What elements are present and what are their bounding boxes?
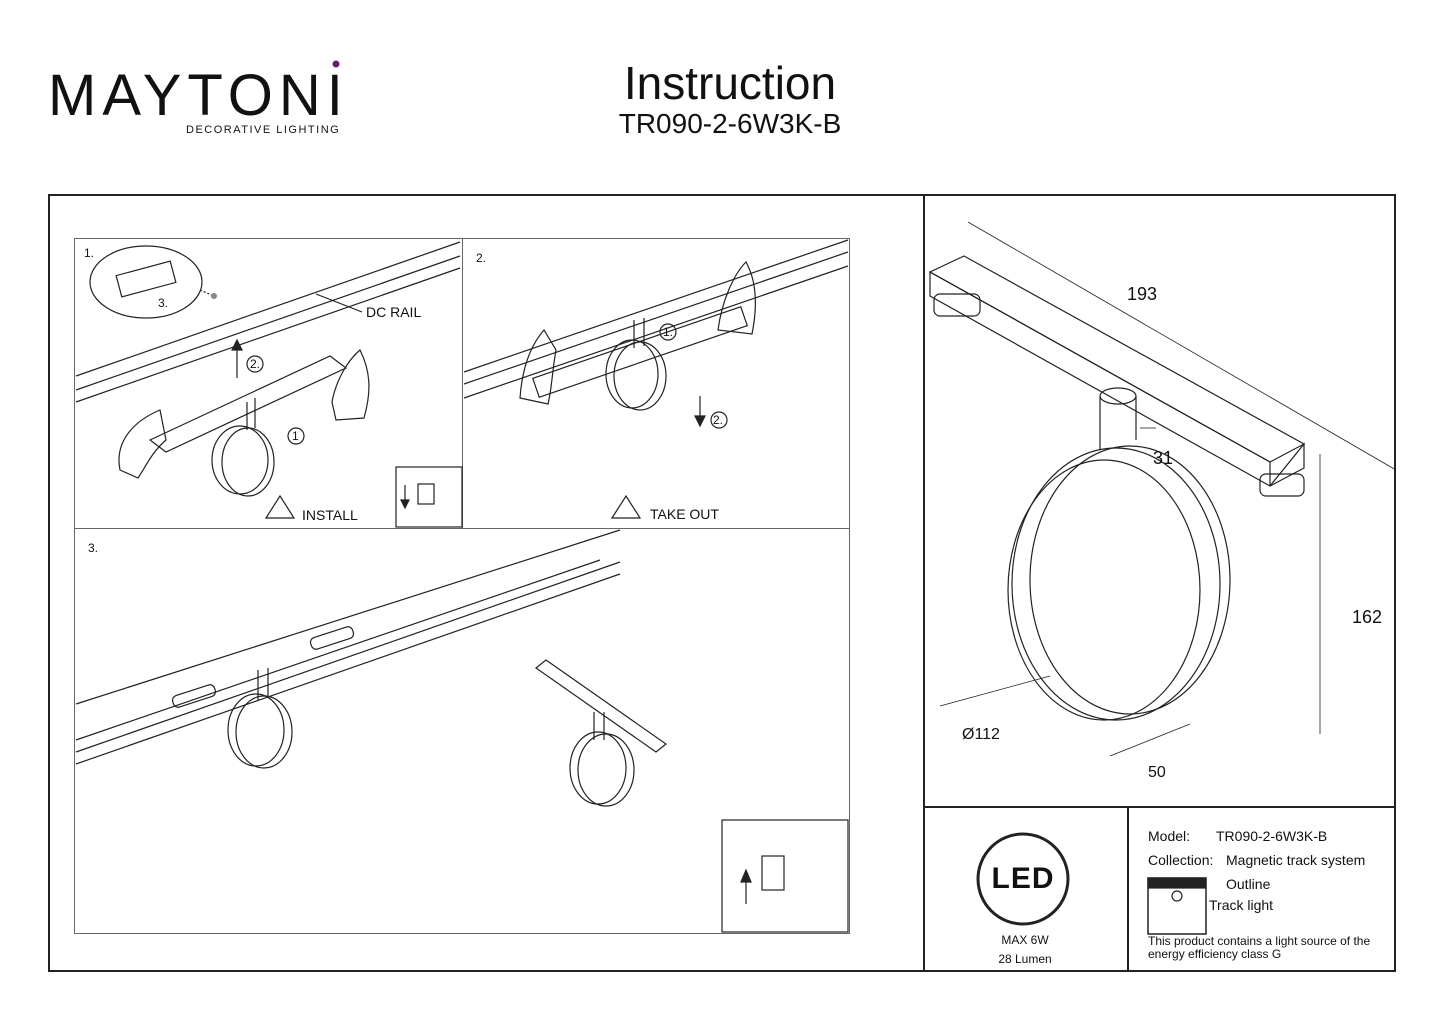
step-3-number: 3. xyxy=(88,541,99,555)
frame-divider-vertical xyxy=(923,194,925,972)
collection-label: Collection: xyxy=(1148,852,1214,868)
led-icon xyxy=(976,832,1070,926)
power-off-icon-box xyxy=(395,466,463,528)
collection-value: Magnetic track system xyxy=(1226,852,1366,868)
dimension-diameter: Ø112 xyxy=(962,726,1000,743)
power-on-icon-box xyxy=(721,819,849,933)
step-1-marker-b: 2. xyxy=(250,357,261,371)
brand-tagline: DECORATIVE LIGHTING xyxy=(186,124,341,136)
step-1-track-light xyxy=(148,338,348,497)
step-1-rail xyxy=(75,241,461,403)
type-outline: Outline xyxy=(1226,876,1271,892)
dimension-height: 162 xyxy=(1352,607,1383,627)
step-1-panel xyxy=(74,238,463,529)
step-2-marker-b: 2. xyxy=(713,413,724,427)
brand-name: MAYTONI xyxy=(48,63,349,128)
hand-icon-2 xyxy=(519,261,756,405)
dc-rail-label: DC RAIL xyxy=(366,304,422,320)
brand-logo: MAYTONI xyxy=(48,62,349,129)
led-lumen: 28 Lumen xyxy=(998,952,1052,966)
model-label: Model: xyxy=(1148,828,1191,844)
step-2-number: 2. xyxy=(476,251,487,265)
dimension-stem: 31 xyxy=(1153,448,1174,468)
product-dimension-drawing xyxy=(928,221,1397,757)
step-2-track-light xyxy=(531,305,749,429)
type-track-light: Track light xyxy=(1209,897,1274,913)
step-1-number: 1. xyxy=(84,246,95,260)
hand-icon xyxy=(118,349,370,479)
led-power: MAX 6W xyxy=(1001,933,1049,947)
frame-divider-spec xyxy=(1127,806,1129,972)
warning-icon xyxy=(264,494,296,519)
track-light-icon xyxy=(1147,877,1207,935)
step-3-rail xyxy=(75,529,621,765)
warning-icon-2 xyxy=(610,494,642,519)
energy-note: This product contains a light source of … xyxy=(1148,934,1371,961)
model-value: TR090-2-6W3K-B xyxy=(1216,828,1328,844)
led-badge-text: LED xyxy=(991,862,1055,895)
take-out-caption: TAKE OUT xyxy=(650,506,719,522)
step-1-marker-a: 1 xyxy=(292,429,299,443)
step-3-track-light-a xyxy=(227,668,293,769)
install-caption: INSTALL xyxy=(302,507,358,523)
page-title: Instruction xyxy=(623,57,837,109)
step-3-track-light-b xyxy=(534,659,668,807)
step-2-marker-a: 1. xyxy=(663,325,674,339)
step-3-panel xyxy=(74,528,850,934)
dimension-length: 193 xyxy=(1127,284,1158,304)
step-1-marker-c: 3. xyxy=(158,296,169,310)
page-model: TR090-2-6W3K-B xyxy=(618,108,842,139)
frame-divider-horizontal xyxy=(923,806,1396,808)
step-1-connector-detail xyxy=(115,260,177,298)
step-2-rail xyxy=(463,239,849,399)
instruction-frame xyxy=(48,194,1396,972)
dimension-depth: 50 xyxy=(1148,764,1166,781)
step-1-detail-circle xyxy=(89,245,203,319)
